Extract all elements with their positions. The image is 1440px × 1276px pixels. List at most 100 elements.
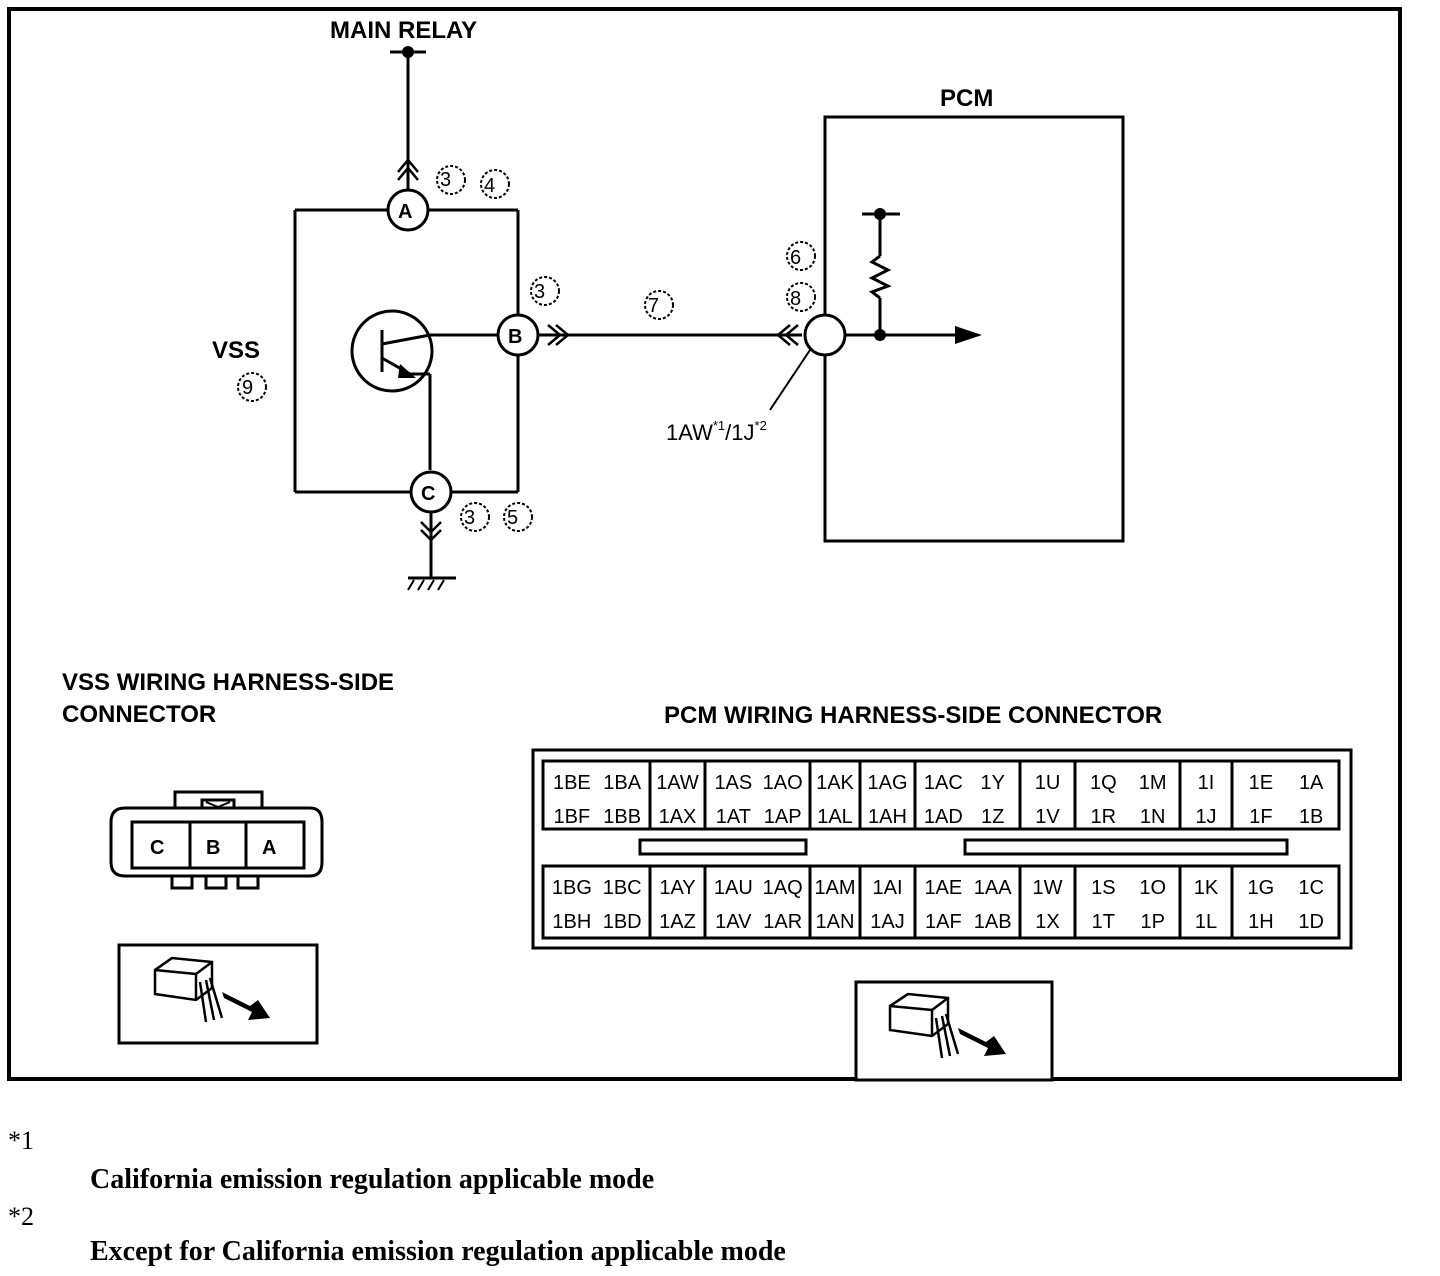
pcm-pin-1l: 1L <box>1195 911 1217 933</box>
pcm-pin-1ax: 1AX <box>659 806 697 828</box>
pcm-pin-1r: 1R <box>1091 806 1117 828</box>
ref-a-2: 4 <box>484 175 495 197</box>
vss-pin-c: C <box>150 837 164 859</box>
pcm-pin-1q: 1Q <box>1090 772 1117 794</box>
pcm-pin-1as: 1AS <box>714 772 752 794</box>
pcm-pin-1ag: 1AG <box>867 772 907 794</box>
pcm-pin-1v: 1V <box>1035 806 1060 828</box>
ref-c-1: 3 <box>464 507 475 529</box>
ref-circle-a-2 <box>480 169 510 199</box>
pcm-pin-1al: 1AL <box>817 806 853 828</box>
pcm-supply-node <box>874 208 886 220</box>
pcm-pin-1at: 1AT <box>716 806 751 828</box>
ref-circle-pcm-2 <box>786 282 816 312</box>
pcm-pin-1c: 1C <box>1298 877 1324 899</box>
connector-view-icon <box>854 980 1054 1082</box>
vss-ref: 9 <box>242 377 253 399</box>
pcm-connector-lower-row <box>541 864 1341 940</box>
footnote-text-2: Except for California emission regulatio… <box>90 1236 786 1267</box>
pcm-pin-1s: 1S <box>1091 877 1115 899</box>
pcm-pin-1bh: 1BH <box>552 911 591 933</box>
ref-circle-wire <box>644 290 674 320</box>
pcm-pin-1w: 1W <box>1033 877 1063 899</box>
pcm-pin-1x: 1X <box>1035 911 1059 933</box>
pcm-pin-1bb: 1BB <box>603 806 641 828</box>
ref-wire: 7 <box>648 295 659 317</box>
ref-b: 3 <box>534 281 545 303</box>
ref-circle-a-1 <box>436 165 466 195</box>
pcm-pin-1aa: 1AA <box>974 877 1012 899</box>
pcm-pin-1ak: 1AK <box>816 772 854 794</box>
pcm-pin-1bd: 1BD <box>603 911 642 933</box>
diagram-frame <box>7 7 1402 1081</box>
pcm-pin-1a: 1A <box>1299 772 1324 794</box>
ref-pcm-2: 8 <box>790 288 801 310</box>
terminal-b-label: B <box>508 326 522 348</box>
terminal-a <box>386 188 430 232</box>
pcm-pin-1ba: 1BA <box>603 772 641 794</box>
vss-connector-title-2: CONNECTOR <box>62 701 216 728</box>
pcm-terminal-sup1: *1 <box>713 418 725 433</box>
pcm-internal-circuit <box>845 212 960 337</box>
pcm-pin-1z: 1Z <box>981 806 1004 828</box>
pcm-pin-1af: 1AF <box>925 911 962 933</box>
ref-circle-vss <box>237 372 267 402</box>
ref-circle-pcm-1 <box>786 241 816 271</box>
vss-pin-a: A <box>262 837 276 859</box>
pcm-pin-1o: 1O <box>1139 877 1166 899</box>
connector-view-icon <box>117 943 319 1045</box>
main-relay-label: MAIN RELAY <box>330 17 477 44</box>
pcm-pin-1ah: 1AH <box>868 806 907 828</box>
pcm-pin-1bc: 1BC <box>603 877 642 899</box>
pcm-pin-1aj: 1AJ <box>870 911 904 933</box>
ref-c-2: 5 <box>507 507 518 529</box>
pcm-connector-upper-row <box>541 759 1341 831</box>
pcm-pin-1aq: 1AQ <box>763 877 803 899</box>
terminal-a-label: A <box>398 201 412 223</box>
pcm-connector-key-right <box>963 838 1289 856</box>
pcm-pin-1j: 1J <box>1195 806 1216 828</box>
pcm-pin-1e: 1E <box>1249 772 1273 794</box>
pcm-pin-1k: 1K <box>1194 877 1219 899</box>
pcm-terminal <box>803 313 847 357</box>
vss-sensor-box <box>293 208 520 494</box>
pcm-terminal-sup2: *2 <box>755 418 767 433</box>
pcm-connector-title: PCM WIRING HARNESS-SIDE CONNECTOR <box>664 702 1162 729</box>
pcm-pin-1ad: 1AD <box>924 806 963 828</box>
footnote-text-1: California emission regulation applicabl… <box>90 1164 655 1195</box>
ref-pcm-1: 6 <box>790 247 801 269</box>
pcm-pin-1bg: 1BG <box>552 877 592 899</box>
pcm-pin-1t: 1T <box>1092 911 1115 933</box>
main-relay-terminal <box>390 46 426 192</box>
pcm-pin-1be: 1BE <box>553 772 591 794</box>
pcm-pin-1an: 1AN <box>816 911 855 933</box>
vss-connector-title-1: VSS WIRING HARNESS-SIDE <box>62 669 394 696</box>
pcm-pin-1bf: 1BF <box>554 806 591 828</box>
pcm-pin-1i: 1I <box>1198 772 1215 794</box>
pcm-pin-1g: 1G <box>1248 877 1275 899</box>
pcm-pin-1n: 1N <box>1140 806 1166 828</box>
arrow-right-icon <box>955 326 982 344</box>
ref-a-1: 3 <box>440 169 451 191</box>
pcm-pin-1am: 1AM <box>814 877 855 899</box>
terminal-c-label: C <box>421 483 435 505</box>
pcm-pin-1aw: 1AW <box>656 772 699 794</box>
ref-circle-c-1 <box>460 502 490 532</box>
pcm-pin-1ab: 1AB <box>974 911 1012 933</box>
pcm-terminal-leader <box>769 349 811 411</box>
pcm-pin-1u: 1U <box>1035 772 1061 794</box>
pcm-pin-1az: 1AZ <box>659 911 696 933</box>
pcm-pin-1ae: 1AE <box>924 877 962 899</box>
pcm-terminal-sep: /1J <box>725 420 754 445</box>
pcm-pin-1y: 1Y <box>980 772 1004 794</box>
pcm-pin-1au: 1AU <box>714 877 753 899</box>
pcm-connector-key-left <box>638 838 808 856</box>
pcm-pin-1ai: 1AI <box>872 877 902 899</box>
pcm-box <box>823 115 1125 543</box>
pcm-pin-1d: 1D <box>1298 911 1324 933</box>
chevron-up-icon <box>397 158 419 181</box>
pcm-label: PCM <box>940 85 993 112</box>
pcm-pin-1ac: 1AC <box>924 772 963 794</box>
